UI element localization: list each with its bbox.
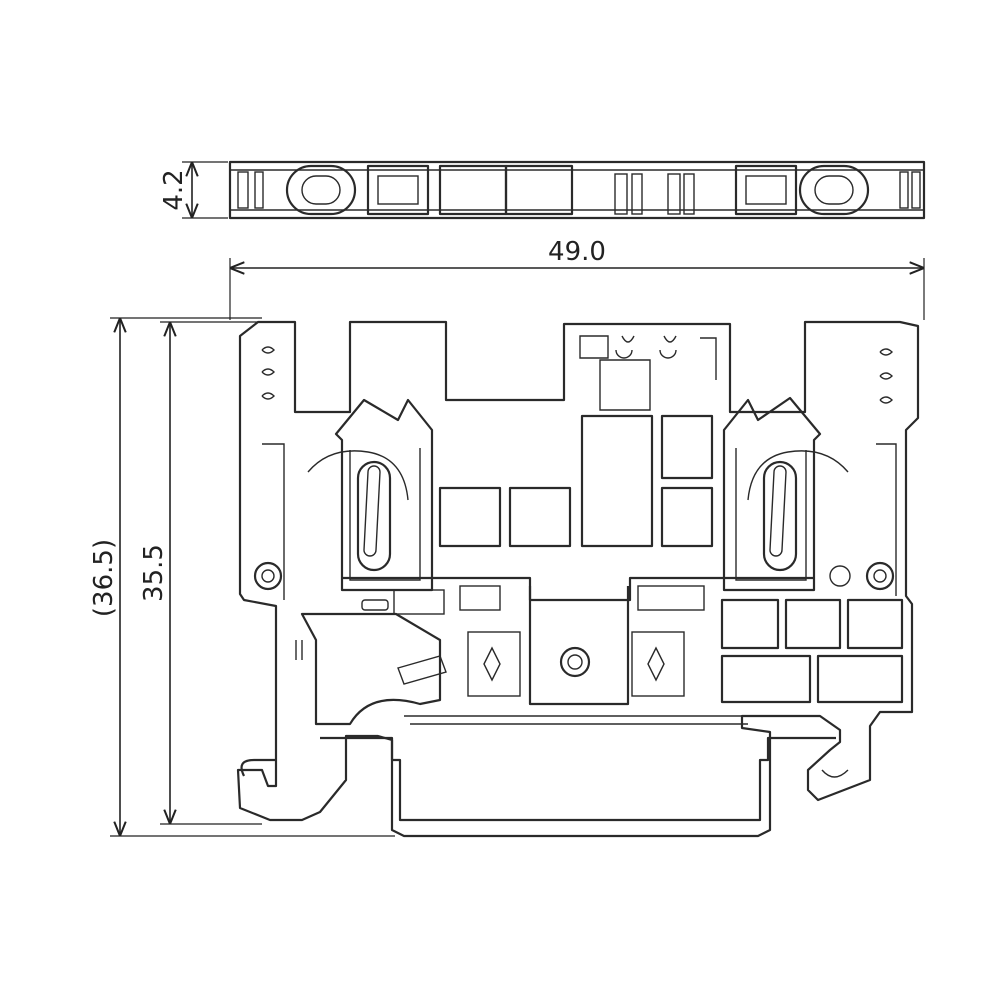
dim-width-label: 49.0: [548, 237, 606, 267]
top-view: [228, 160, 926, 220]
dim-height-label: 35.5: [139, 544, 169, 602]
dimension-height-reference: (36.5): [89, 317, 395, 837]
dim-height-reference-label: (36.5): [89, 539, 119, 617]
dimension-height: 35.5: [139, 321, 262, 825]
side-view: [236, 320, 920, 838]
dimension-thickness: 4.2: [159, 161, 228, 219]
dimension-width: 49.0: [229, 237, 925, 320]
dim-thickness-label: 4.2: [159, 169, 189, 210]
